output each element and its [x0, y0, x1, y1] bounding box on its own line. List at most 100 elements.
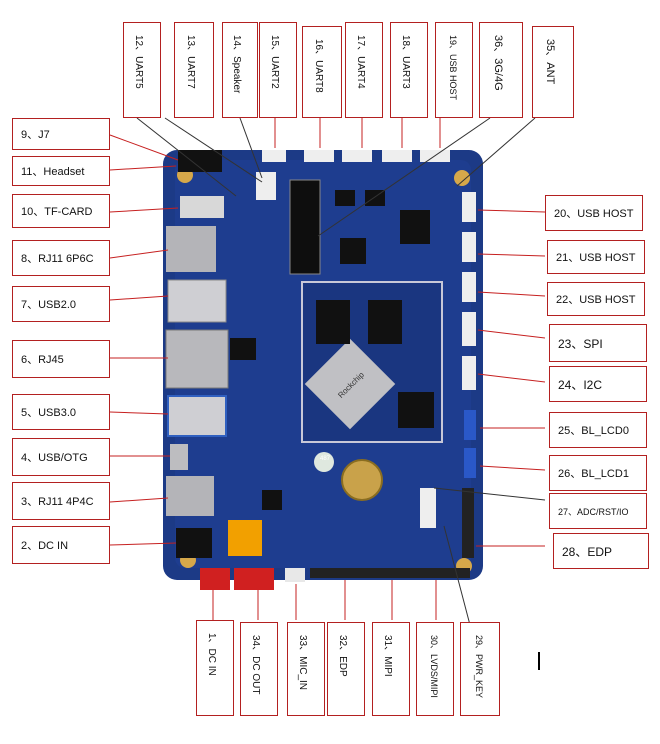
label-text: 35、ANT [544, 39, 556, 85]
label-text: 36、3G/4G [492, 35, 504, 91]
audio-jack [178, 150, 222, 172]
chip [400, 210, 430, 244]
label-edp-32: 32、EDP [327, 622, 365, 716]
label-text: 11、Headset [21, 166, 85, 178]
text-cursor [538, 652, 540, 670]
label-text: 12、UART5 [133, 35, 144, 89]
label-text: 13、UART7 [185, 35, 196, 89]
label-text: 21、USB HOST [556, 252, 636, 264]
chip [340, 238, 366, 264]
usb-otg-port [170, 444, 188, 470]
uart-connector [342, 150, 372, 162]
label-text: 4、USB/OTG [21, 452, 88, 464]
label-mic-in: 33、MIC_IN [287, 622, 325, 716]
label-text: 23、SPI [558, 336, 603, 351]
label-dc-in-1: 1、DC IN [196, 620, 234, 716]
uart-connector [262, 150, 286, 162]
label-uart2: 15、UART2 [259, 22, 297, 118]
label-text: 8、RJ11 6P6C [21, 253, 94, 265]
label-dc-out: 34、DC OUT [240, 622, 278, 716]
label-bl-lcd0: 25、BL_LCD0 [549, 412, 647, 448]
label-ant: 35、ANT [532, 26, 574, 118]
label-text: 7、USB2.0 [21, 299, 77, 311]
label-text: 24、I2C [558, 377, 603, 392]
power-button-label: 487 [320, 456, 331, 462]
capacitor-block [228, 520, 262, 556]
label-text: 31、MIPI [382, 635, 393, 677]
label-rj45: 6、RJ45 [12, 340, 110, 378]
spi-connector [462, 312, 476, 346]
usb-host-connector [462, 192, 476, 222]
label-text: 16、UART8 [313, 39, 324, 93]
power-button [314, 452, 334, 472]
label-text: 14、Speaker [231, 35, 242, 94]
label-text: 17、UART4 [355, 35, 366, 89]
label-text: 3、RJ11 4P4C [21, 496, 94, 508]
bl-lcd1-connector [464, 448, 476, 478]
label-text: 15、UART2 [269, 35, 280, 89]
label-pwr-key: 29、PWR_KEY [460, 622, 500, 716]
label-text: 5、USB3.0 [21, 407, 77, 419]
adc-rst-io-connector [420, 488, 436, 528]
label-tf-card: 10、TF-CARD [12, 194, 110, 228]
memory-chip [316, 300, 350, 344]
label-usb-host-20: 20、USB HOST [545, 195, 643, 231]
label-text: 32、EDP [337, 635, 348, 677]
pmic-chip [398, 392, 434, 428]
label-uart4: 17、UART4 [345, 22, 383, 118]
usb2-port [167, 279, 227, 323]
label-text: 26、BL_LCD1 [558, 468, 629, 480]
edp-header-bottom [310, 568, 390, 578]
label-uart7: 13、UART7 [174, 22, 214, 118]
label-uart3: 18、UART3 [390, 22, 428, 118]
label-i2c: 24、I2C [549, 366, 647, 402]
label-rj11-4p4c: 3、RJ11 4P4C [12, 482, 110, 520]
label-text: 1、DC IN [206, 633, 217, 676]
label-adc-rst-io: 27、ADC/RST/IO [549, 493, 647, 529]
dc-out-connector [234, 568, 274, 590]
label-edp-28: 28、EDP [553, 533, 649, 569]
i2c-connector [462, 356, 476, 390]
edp-header-right [462, 488, 474, 558]
label-usb-host-19: 19、USB HOST [435, 22, 473, 118]
label-text: 25、BL_LCD0 [558, 425, 629, 437]
label-text: 18、UART3 [400, 35, 411, 89]
chip [335, 190, 355, 206]
pointer-arrows [109, 118, 546, 620]
label-usb-host-22: 22、USB HOST [547, 282, 645, 316]
label-text: 28、EDP [562, 544, 613, 559]
label-text: 10、TF-CARD [21, 206, 93, 218]
label-headset: 11、Headset [12, 156, 110, 186]
label-text: 20、USB HOST [554, 208, 634, 220]
rj11-6p6c-port [166, 226, 216, 272]
label-j7: 9、J7 [12, 118, 110, 150]
label-bl-lcd1: 26、BL_LCD1 [549, 455, 647, 491]
rj45-port [165, 329, 229, 389]
label-text: 9、J7 [21, 129, 50, 141]
dc-in-connector [200, 568, 230, 590]
label-uart5: 12、UART5 [123, 22, 161, 118]
label-text: 30、LVDS/MIPI [429, 635, 439, 698]
uart-connector [304, 150, 334, 162]
label-speaker: 14、Speaker [222, 22, 258, 118]
label-usb3: 5、USB3.0 [12, 394, 110, 430]
coin-battery [341, 459, 383, 501]
tf-card-slot [180, 196, 224, 218]
uart-connector [382, 150, 412, 162]
label-text: 27、ADC/RST/IO [558, 506, 629, 517]
label-usb-host-21: 21、USB HOST [547, 240, 645, 274]
mic-in-connector [285, 568, 305, 582]
minipcie-slot [289, 179, 321, 275]
label-text: 29、PWR_KEY [474, 635, 484, 699]
label-spi: 23、SPI [549, 324, 647, 362]
label-text: 22、USB HOST [556, 294, 636, 306]
label-text: 19、USB HOST [448, 35, 458, 101]
label-usb-otg: 4、USB/OTG [12, 438, 110, 476]
label-text: 34、DC OUT [250, 635, 261, 695]
label-text: 2、DC IN [21, 540, 69, 552]
speaker-connector [256, 172, 276, 200]
label-3g4g: 36、3G/4G [479, 22, 523, 118]
chip [262, 490, 282, 510]
label-text: 6、RJ45 [21, 354, 64, 366]
